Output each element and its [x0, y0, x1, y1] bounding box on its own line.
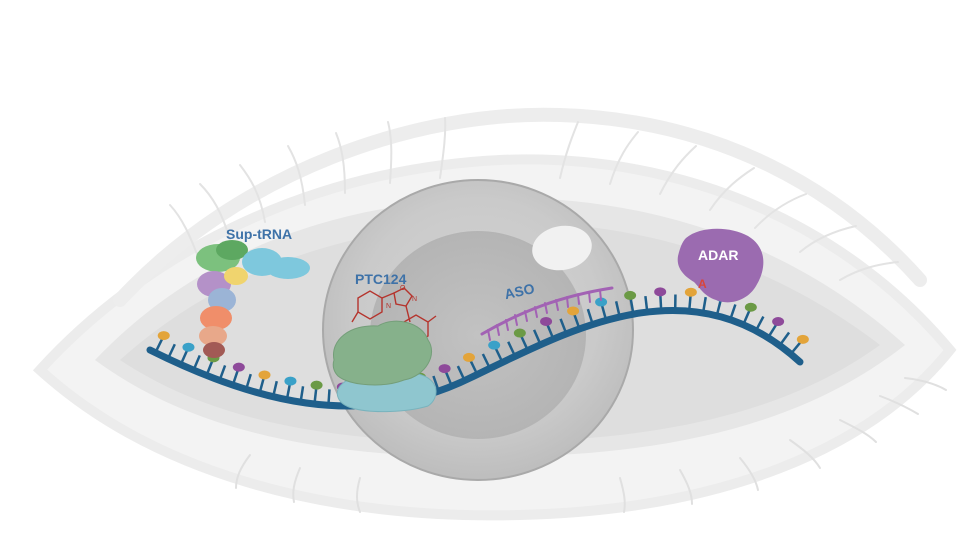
sup-trna-structure — [196, 240, 310, 358]
nucleotide-base — [796, 334, 809, 344]
nucleotide-base — [624, 290, 637, 300]
nucleotide-base — [567, 306, 580, 316]
nucleotide-base — [284, 376, 297, 386]
base-stem — [285, 383, 292, 400]
base-stem — [432, 375, 440, 392]
nucleotide-base — [488, 340, 501, 350]
base-stem — [532, 329, 542, 346]
ribosome-large-subunit — [332, 320, 433, 386]
sup-trna: Sup-tRNA — [196, 226, 310, 358]
base-stem — [192, 354, 201, 371]
base-stem — [271, 380, 278, 398]
nucleotide-base — [258, 370, 271, 380]
ptc124-atoms: O N N — [386, 285, 417, 310]
base-stem — [742, 309, 751, 326]
base-stem — [154, 337, 164, 354]
base-stem — [572, 313, 581, 330]
ptc124: PTC124 O N N — [351, 271, 437, 344]
base-stem — [519, 335, 529, 351]
base-stem — [469, 359, 479, 376]
aso-teeth — [487, 289, 602, 341]
adar: ADAR A — [677, 228, 764, 303]
base-stem — [327, 389, 331, 406]
mrna-backbone — [146, 307, 804, 410]
aso-backbone — [480, 286, 614, 336]
base-stem — [179, 349, 189, 366]
adenosine-label: A — [698, 277, 707, 291]
svg-text:N: N — [412, 296, 417, 303]
eyelid-crease — [113, 107, 927, 307]
nucleotide-base — [438, 364, 451, 374]
svg-text:N: N — [386, 303, 391, 310]
base-stem — [166, 343, 176, 360]
lower-eyelashes — [235, 377, 947, 513]
base-stem — [687, 295, 692, 312]
base-stem — [659, 294, 663, 311]
base-stem — [481, 353, 491, 369]
adar-label: ADAR — [698, 247, 738, 263]
nucleotide-base — [310, 380, 323, 390]
nucleotide-base — [744, 302, 757, 312]
nucleotide-base — [595, 297, 608, 307]
base-stem — [258, 377, 265, 394]
base-stem — [629, 298, 635, 315]
base-stem — [559, 318, 568, 335]
base-stem — [231, 369, 240, 386]
base-stem — [494, 347, 504, 363]
base-stem — [313, 388, 318, 405]
base-stem — [754, 315, 765, 332]
ptc124-label: PTC124 — [355, 271, 407, 287]
base-stem — [715, 299, 722, 317]
nucleotide-base — [772, 317, 785, 327]
base-stem — [701, 296, 707, 314]
nucleotide-base — [182, 342, 195, 352]
base-stem — [507, 341, 517, 357]
nucleotide-base — [462, 352, 475, 362]
base-stem — [586, 308, 594, 325]
base-stem — [778, 331, 791, 347]
base-stem — [244, 373, 252, 390]
eye — [32, 107, 957, 521]
base-stem — [600, 304, 608, 321]
base-stem — [299, 386, 305, 403]
base-stem — [218, 365, 227, 381]
base-stem — [766, 323, 778, 339]
base-stem — [789, 340, 802, 355]
nucleotide-base — [540, 316, 553, 326]
aso: ASO — [480, 280, 614, 341]
base-stem — [644, 295, 649, 313]
adar-enzyme — [677, 228, 764, 303]
nucleotide-base — [232, 362, 245, 372]
base-stem — [444, 370, 453, 387]
nucleotide-base — [513, 328, 526, 338]
nucleotide-base — [157, 331, 170, 341]
aso-label: ASO — [503, 280, 536, 302]
base-stem — [456, 365, 466, 382]
svg-text:O: O — [400, 285, 406, 292]
nucleotide-base — [684, 287, 697, 297]
sup-trna-label: Sup-tRNA — [226, 226, 292, 242]
eye-highlight — [532, 225, 592, 271]
ribosome — [332, 320, 437, 413]
nucleotide-base — [654, 287, 667, 297]
base-stem — [729, 304, 737, 321]
base-stem — [546, 323, 555, 340]
base-stem — [205, 360, 214, 376]
base-stem — [614, 301, 621, 318]
